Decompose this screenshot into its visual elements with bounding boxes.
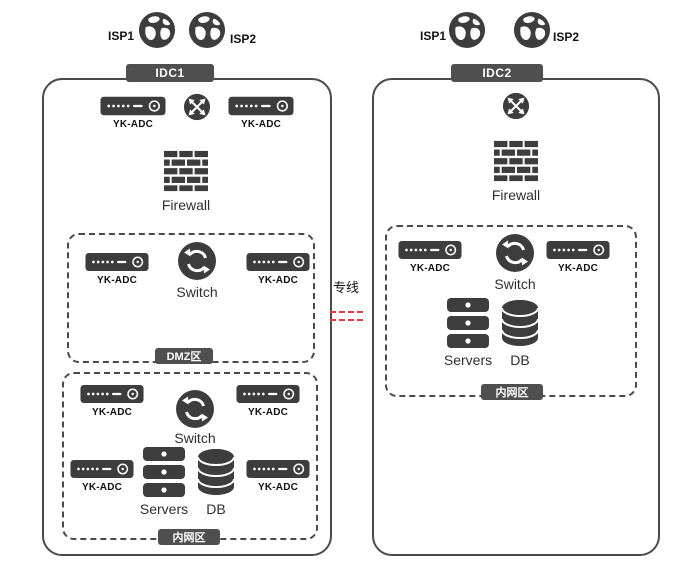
isp1-globe-icon — [138, 11, 176, 49]
yk-adc-label: YK-ADC — [91, 407, 133, 418]
leased-line-link — [330, 311, 363, 313]
intranet-zone-badge: 内网区 — [481, 384, 543, 400]
database-icon — [500, 299, 540, 347]
yk-adc-label: YK-ADC — [557, 263, 599, 274]
servers-label: Servers — [139, 501, 189, 517]
servers-label: Servers — [443, 352, 493, 368]
servers-icon — [447, 297, 489, 349]
yk-adc-appliance-icon — [80, 384, 144, 404]
switch-icon — [495, 233, 535, 273]
router-icon — [183, 93, 211, 121]
isp2-globe-icon — [188, 11, 226, 49]
switch-label: Switch — [494, 276, 536, 292]
idc1-isp2-label: ISP2 — [230, 32, 257, 46]
yk-adc-appliance-icon — [246, 252, 310, 272]
yk-adc-label: YK-ADC — [247, 407, 289, 418]
switch-label: Switch — [174, 430, 216, 446]
yk-adc-appliance-icon — [246, 459, 310, 479]
yk-adc-label: YK-ADC — [240, 119, 282, 130]
dmz-zone-badge: DMZ区 — [155, 348, 213, 364]
leased-line-link — [330, 319, 363, 321]
yk-adc-appliance-icon — [85, 252, 149, 272]
firewall-label: Firewall — [161, 197, 211, 213]
firewall-icon — [164, 149, 208, 193]
yk-adc-appliance-icon — [70, 459, 134, 479]
servers-icon — [143, 446, 185, 498]
yk-adc-label: YK-ADC — [96, 275, 138, 286]
yk-adc-appliance-icon — [546, 240, 610, 260]
switch-icon — [177, 241, 217, 281]
database-icon — [196, 448, 236, 496]
isp2-globe-icon — [513, 11, 551, 49]
db-label: DB — [510, 352, 530, 368]
yk-adc-appliance-icon — [236, 384, 300, 404]
idc2-title-badge: IDC2 — [451, 64, 543, 82]
leased-line-label: 专线 — [332, 280, 359, 295]
yk-adc-appliance-icon — [100, 96, 166, 116]
db-label: DB — [206, 501, 226, 517]
yk-adc-label: YK-ADC — [409, 263, 451, 274]
switch-icon — [175, 389, 215, 429]
yk-adc-appliance-icon — [228, 96, 294, 116]
idc2-isp1-label: ISP1 — [419, 29, 446, 43]
intranet-zone-badge: 内网区 — [158, 529, 220, 545]
yk-adc-label: YK-ADC — [112, 119, 154, 130]
yk-adc-label: YK-ADC — [81, 482, 123, 493]
router-icon — [502, 92, 530, 120]
isp1-globe-icon — [448, 11, 486, 49]
yk-adc-label: YK-ADC — [257, 275, 299, 286]
idc1-title-badge: IDC1 — [126, 64, 214, 82]
switch-label: Switch — [176, 284, 218, 300]
firewall-label: Firewall — [491, 187, 541, 203]
firewall-icon — [494, 139, 538, 183]
yk-adc-label: YK-ADC — [257, 482, 299, 493]
yk-adc-appliance-icon — [398, 240, 462, 260]
idc2-isp2-label: ISP2 — [553, 30, 580, 44]
idc1-isp1-label: ISP1 — [107, 29, 134, 43]
